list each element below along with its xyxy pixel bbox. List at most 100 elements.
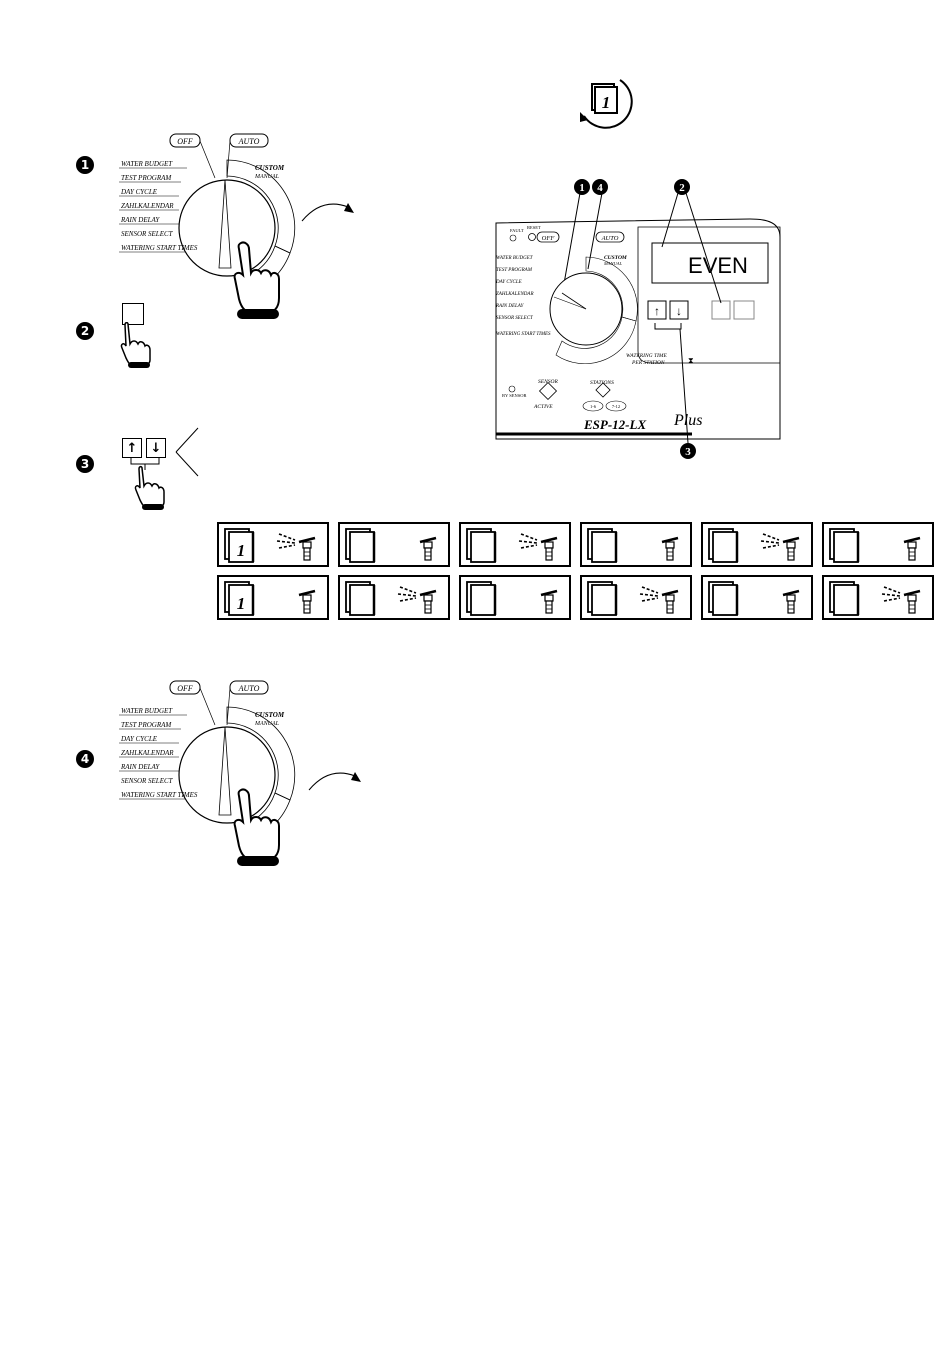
dial-menu-start-times: WATERING START TIMES <box>121 244 198 252</box>
sensor-label: SENSOR <box>538 379 559 385</box>
panel-extra-button[interactable] <box>733 300 755 320</box>
panel-menu-day-cycle: DAY CYCLE <box>495 280 522 285</box>
calendar-page-icon <box>349 531 375 563</box>
per-station-label: PER STATION <box>631 360 665 366</box>
calendar-page-icon <box>591 531 617 563</box>
calendar-day-tile <box>701 575 813 620</box>
sprinkler-off-icon <box>782 589 800 614</box>
dial-menu-calendar: ZAHLKALENDAR <box>121 202 174 210</box>
calendar-page-icon <box>349 584 375 616</box>
dial-2[interactable]: OFF AUTO CUSTOM MANUAL WATER BUDGET TEST… <box>119 680 296 844</box>
calendar-day-tile <box>459 522 571 567</box>
dial-off-label: OFF <box>177 137 193 146</box>
dial-menu-rain-delay: RAIN DELAY <box>120 216 160 224</box>
pointing-hand-icon <box>233 241 280 319</box>
calendar-day-tile <box>338 575 450 620</box>
sprinkler-off-icon <box>540 589 558 614</box>
panel-up-icon: ↑ <box>654 304 660 318</box>
watering-time-label: WATERING TIME <box>626 353 667 359</box>
lcd-display <box>651 242 769 284</box>
dial-menu-test-program: TEST PROGRAM <box>121 174 172 182</box>
calendar-page-icon <box>833 584 859 616</box>
step-3-marker: 3 <box>76 455 94 473</box>
reset-button[interactable] <box>528 233 536 241</box>
sprinkler-off-icon <box>419 536 437 561</box>
panel-menu-start-times: WATERING START TIMES <box>496 332 551 337</box>
rotate-arrow-icon-1 <box>301 203 354 222</box>
callout-3: 3 <box>685 446 691 458</box>
dial-menu-sensor-select: SENSOR SELECT <box>121 230 174 238</box>
controller-panel: EVEN ↑ ↓ FAULT RESET OFF AUTO CUSTOM MAN… <box>495 192 781 444</box>
sprinkler-off-icon <box>661 536 679 561</box>
panel-up-button[interactable] <box>647 300 667 320</box>
callout-4: 4 <box>597 182 603 194</box>
controller-panel-diagram: 1 4 2 3 EVEN ↑ ↓ FAULT RESET OFF <box>495 179 781 459</box>
enter-button[interactable] <box>122 303 144 325</box>
range-b-label: 7-12 <box>612 404 620 409</box>
model-plus-label: Plus <box>673 412 702 429</box>
dial-menu-water-budget: WATER BUDGET <box>121 160 173 168</box>
calendar-day-tile <box>701 522 813 567</box>
dial-diagram-2: OFF AUTO CUSTOM MANUAL WATER BUDGET TEST… <box>119 680 296 866</box>
panel-manual-label: MANUAL <box>603 261 622 266</box>
sprinkler-spraying-icon <box>639 586 679 614</box>
calendar-day-tile <box>822 575 934 620</box>
stations-label: STATIONS <box>590 380 614 386</box>
range-a-label: 1-6 <box>590 404 597 409</box>
dial-1[interactable]: OFF AUTO CUSTOM MANUAL WATER BUDGET TEST… <box>119 133 296 297</box>
calendar-page-icon <box>712 531 738 563</box>
calendar-day-digit: 1 <box>237 594 246 613</box>
sprinkler-off-icon <box>298 589 316 614</box>
dial2-menu-sensor-select: SENSOR SELECT <box>121 777 174 785</box>
panel-auto-label: AUTO <box>601 235 619 242</box>
up-arrow-button[interactable]: ↑ <box>122 438 142 458</box>
calendar-day-digit: 1 <box>237 541 246 560</box>
bypass-label: BY SENSOR <box>502 393 526 398</box>
dial-diagram-1: OFF AUTO CUSTOM MANUAL WATER BUDGET TEST… <box>119 133 296 319</box>
calendar-page-icon <box>712 584 738 616</box>
calendar-page-icon <box>591 584 617 616</box>
model-label: ESP-12-LX <box>583 417 646 432</box>
bracket-lines <box>175 427 199 477</box>
panel-down-icon: ↓ <box>676 304 682 318</box>
sensor-switch[interactable] <box>538 381 558 401</box>
active-label: ACTIVE <box>533 404 553 410</box>
dial-auto-label: AUTO <box>238 137 260 146</box>
panel-menu-calendar: ZAHLKALENDAR <box>496 292 534 297</box>
sensor-led <box>508 385 516 393</box>
dial2-menu-test-program: TEST PROGRAM <box>121 721 172 729</box>
calendar-day-tile <box>459 575 571 620</box>
step-4-marker: 4 <box>76 750 94 768</box>
hourglass-icon: ⧗ <box>688 356 694 365</box>
step-2-marker: 2 <box>76 322 94 340</box>
calendar-page-icon <box>228 584 254 616</box>
panel-enter-button[interactable] <box>711 300 731 320</box>
dial2-menu-calendar: ZAHLKALENDAR <box>121 749 174 757</box>
panel-custom-label: CUSTOM <box>604 255 628 261</box>
dial2-manual-label: MANUAL <box>254 721 280 727</box>
calendar-page-icon <box>833 531 859 563</box>
fault-label: FAULT <box>510 228 524 233</box>
sprinkler-off-icon <box>903 536 921 561</box>
dial-custom-label: CUSTOM <box>255 164 285 172</box>
calendar-day-tile: 1 <box>217 575 329 620</box>
panel-menu-test-program: TEST PROGRAM <box>496 268 533 273</box>
calendar-page-icon <box>470 531 496 563</box>
stations-switch[interactable] <box>595 382 611 398</box>
dial2-custom-label: CUSTOM <box>255 711 285 719</box>
pressing-hand-icon-2 <box>120 322 151 368</box>
calendar-day-tile <box>822 522 934 567</box>
dial2-menu-day-cycle: DAY CYCLE <box>120 735 158 743</box>
calendar-day-tile <box>580 522 692 567</box>
sprinkler-spraying-icon <box>881 586 921 614</box>
dial2-off-label: OFF <box>177 684 193 693</box>
panel-down-button[interactable] <box>669 300 689 320</box>
down-arrow-button[interactable]: ↓ <box>146 438 166 458</box>
panel-menu-sensor-select: SENSOR SELECT <box>496 316 534 321</box>
reset-label: RESET <box>527 225 541 230</box>
dial2-menu-rain-delay: RAIN DELAY <box>120 763 160 771</box>
calendar-page-icon <box>470 584 496 616</box>
sprinkler-spraying-icon <box>760 533 800 561</box>
callout-2: 2 <box>679 182 685 194</box>
dial2-menu-start-times: WATERING START TIMES <box>121 791 198 799</box>
